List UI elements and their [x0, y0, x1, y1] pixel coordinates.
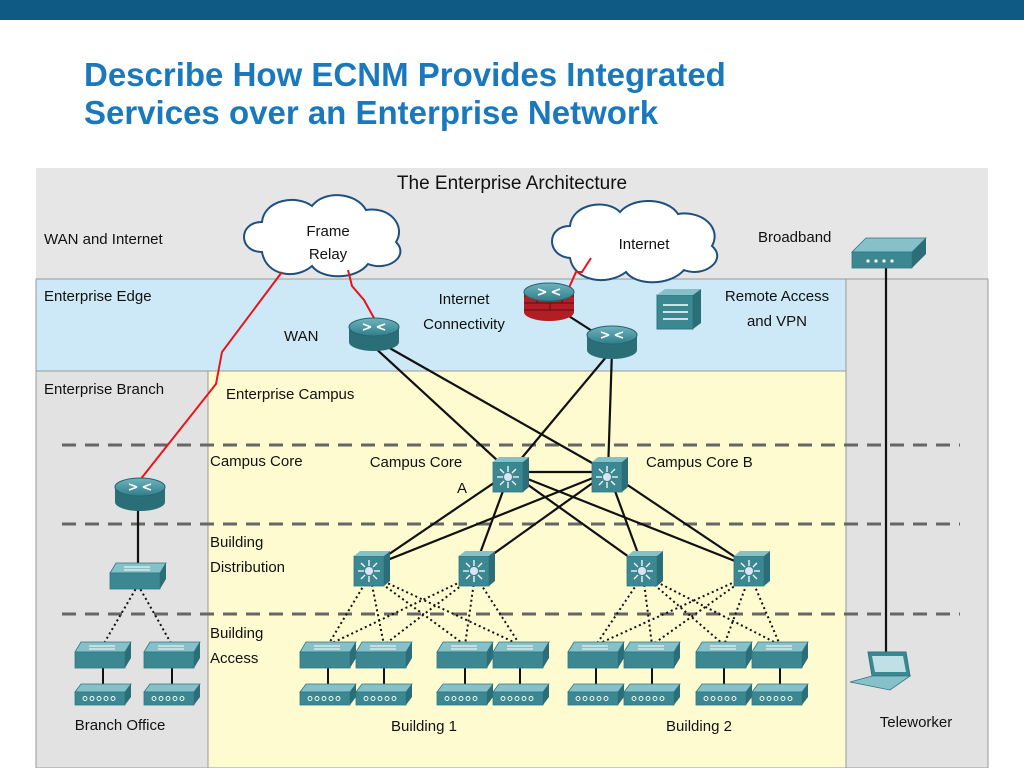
access-links — [102, 574, 781, 646]
layer-label-access-line-1: Building — [210, 625, 263, 642]
branch-router-icon — [114, 477, 166, 512]
hub-icon — [74, 683, 132, 706]
internet-connectivity-label-line-1: Internet — [439, 291, 491, 308]
distribution-switch-icon — [458, 550, 496, 587]
zone-label-wan-internet: WAN and Internet — [44, 231, 163, 248]
zone-label-enterprise-edge: Enterprise Edge — [44, 288, 152, 305]
layer-label-distribution-line-2: Distribution — [210, 559, 285, 576]
access-switch-icon — [74, 641, 132, 669]
campus-core-b-label: Campus Core B — [646, 454, 753, 471]
wan-red-links — [139, 257, 592, 481]
zone-label-enterprise-campus: Enterprise Campus — [226, 386, 354, 403]
vpn-concentrator-icon — [656, 289, 701, 330]
frame-relay-cloud — [243, 194, 402, 278]
campus-core-a-label-line-2: A — [457, 480, 467, 497]
hub-icon — [355, 683, 413, 706]
branch-office-label: Branch Office — [75, 717, 166, 734]
internet-cloud-label: Internet — [619, 236, 671, 253]
access-switch-icon — [299, 641, 357, 669]
teleworker-label: Teleworker — [880, 714, 953, 731]
hub-icon — [695, 683, 753, 706]
internet-connectivity-label-line-2: Connectivity — [423, 316, 505, 333]
campus-core-a-label-line-1: Campus Core — [370, 454, 463, 471]
slide-title-line-1: Describe How ECNM Provides Integrated — [84, 56, 726, 93]
hub-icon — [623, 683, 681, 706]
distribution-switch-icon — [353, 550, 391, 587]
access-switch-icon — [143, 641, 201, 669]
internet-cloud — [551, 199, 719, 284]
layer-label-access-line-2: Access — [210, 650, 258, 667]
layer-label-distribution-line-1: Building — [210, 534, 263, 551]
access-switch-icon — [492, 641, 550, 669]
hub-icon — [299, 683, 357, 706]
layer-separators — [62, 443, 960, 616]
enterprise-edge-zone — [35, 278, 847, 372]
slide-title-line-2: Services over an Enterprise Network — [84, 94, 659, 131]
hub-icon — [436, 683, 494, 706]
hub-icon — [567, 683, 625, 706]
frame-relay-label-line-1: Frame — [306, 223, 349, 240]
zone-label-enterprise-branch: Enterprise Branch — [44, 381, 164, 398]
hub-icon — [143, 683, 201, 706]
access-switch-icon — [623, 641, 681, 669]
edge-router-icon — [586, 325, 638, 360]
hub-icon — [492, 683, 550, 706]
access-switch-icon — [751, 641, 809, 669]
building-1-label: Building 1 — [391, 718, 457, 735]
distribution-switch-icon — [733, 550, 771, 587]
remote-access-label-line-2: and VPN — [747, 313, 807, 330]
campus-core-b-switch-icon — [591, 456, 629, 493]
frame-relay-label-line-2: Relay — [309, 246, 348, 263]
branch-switch-icon — [109, 562, 167, 590]
campus-core-a-switch-icon — [492, 456, 530, 493]
wan-router-icon — [348, 317, 400, 352]
wan-label: WAN — [284, 328, 318, 345]
broadband-label: Broadband — [758, 229, 831, 246]
layer-label-campus-core: Campus Core — [210, 453, 303, 470]
access-switch-icon — [355, 641, 413, 669]
hub-icon — [751, 683, 809, 706]
slide-title: Describe How ECNM Provides Integrated Se… — [84, 56, 726, 132]
access-switch-icon — [436, 641, 494, 669]
header-bar — [0, 0, 1024, 20]
laptop-icon — [849, 651, 912, 691]
firewall-router-icon — [523, 282, 575, 321]
remote-access-label-line-1: Remote Access — [725, 288, 829, 305]
broadband-modem-icon — [851, 237, 927, 269]
diagram-title: The Enterprise Architecture — [397, 173, 627, 194]
access-switch-icon — [695, 641, 753, 669]
access-switch-icon — [567, 641, 625, 669]
distribution-switch-icon — [626, 550, 664, 587]
hub-links — [102, 668, 781, 686]
building-2-label: Building 2 — [666, 718, 732, 735]
